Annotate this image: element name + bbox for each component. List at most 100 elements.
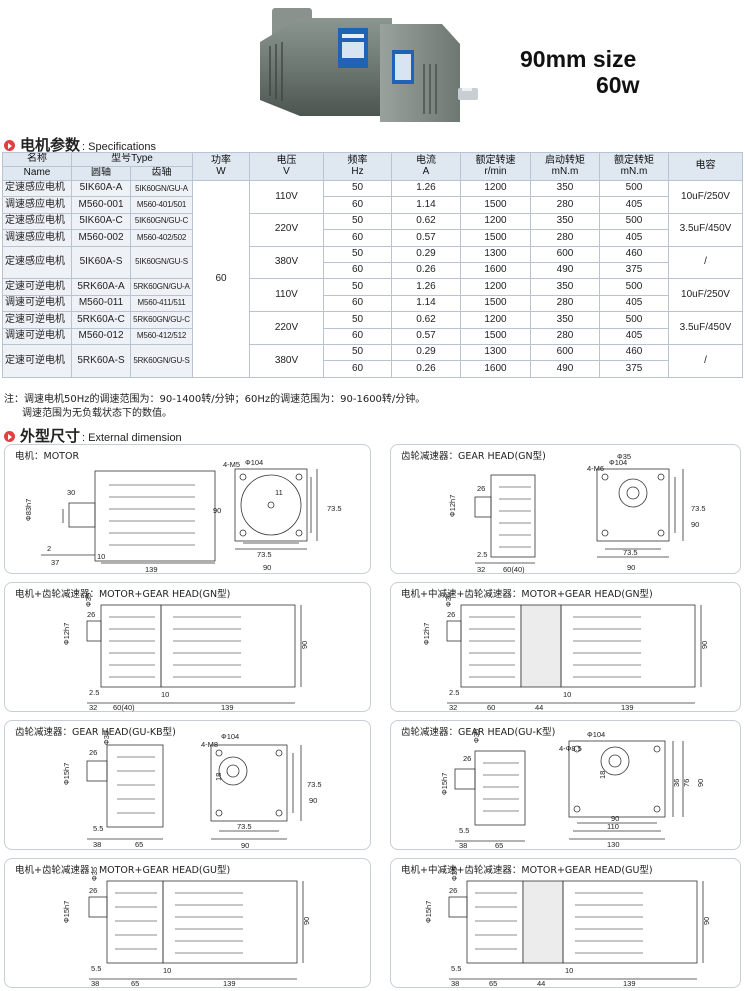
svg-text:60: 60 [487, 703, 495, 712]
svg-text:5.5: 5.5 [93, 824, 103, 833]
svg-text:18: 18 [214, 773, 223, 781]
panel-motor-mid-gn: 电机+中减速+齿轮减速器：MOTOR+GEAR HEAD(GN型) Ф35 Ф1… [390, 582, 741, 712]
svg-text:37: 37 [51, 558, 59, 567]
start-torque-value: 280 [530, 229, 600, 247]
gear-shaft-model: 5IK60GN/GU-A [130, 179, 193, 198]
current-value: 0.62 [391, 212, 461, 231]
freq-value: 60 [323, 229, 392, 247]
gear-shaft-model: 5IK60GN/GU-S [130, 245, 193, 280]
col-capacitor: 电容 [668, 152, 743, 181]
freq-value: 50 [323, 212, 392, 231]
svg-text:90: 90 [702, 917, 711, 925]
freq-value: 50 [323, 245, 392, 263]
current-value: 0.29 [391, 343, 461, 362]
round-shaft-model: M560-012 [71, 327, 131, 345]
svg-text:11: 11 [275, 488, 283, 497]
speed-value: 1500 [460, 196, 531, 214]
round-shaft-model: 5RK60A-A [71, 278, 131, 296]
svg-text:90: 90 [691, 520, 699, 529]
current-value: 0.57 [391, 327, 461, 345]
speed-range-note: 注：调速电机50Hz的调速范围为：90-1400转/分钟；60Hz的调速范围为：… [4, 394, 426, 419]
svg-text:90: 90 [696, 779, 705, 787]
motor-name: 调速感应电机 [2, 196, 72, 214]
motor-name: 调速可逆电机 [2, 294, 72, 313]
capacitor-value: 3.5uF/450V [668, 212, 743, 247]
rated-torque-value: 405 [599, 229, 669, 247]
current-value: 0.26 [391, 360, 461, 378]
svg-text:26: 26 [87, 610, 95, 619]
svg-text:Ф15h7: Ф15h7 [62, 901, 71, 923]
svg-text:26: 26 [89, 748, 97, 757]
svg-text:30: 30 [67, 488, 75, 497]
gear-shaft-model: 5RK60GN/GU-S [130, 343, 193, 378]
capacitor-value: 10uF/250V [668, 278, 743, 313]
round-shaft-model: M560-011 [71, 294, 131, 313]
svg-text:10: 10 [163, 966, 171, 975]
svg-text:Ф12h7: Ф12h7 [422, 623, 431, 645]
speed-value: 1300 [460, 245, 531, 263]
round-shaft-model: 5RK60A-S [71, 343, 131, 378]
freq-value: 60 [323, 327, 392, 345]
motor-photo [260, 8, 478, 122]
current-value: 0.62 [391, 311, 461, 329]
svg-text:90: 90 [611, 814, 619, 823]
svg-text:90: 90 [627, 563, 635, 572]
current-value: 1.14 [391, 294, 461, 313]
round-shaft-model: 5IK60A-S [71, 245, 131, 280]
motor-gn-drawing: Ф35 Ф12h7 26 2.5 32 60(40) 10 139 90 [62, 593, 309, 712]
capacitor-value: 10uF/250V [668, 180, 743, 214]
current-value: 0.29 [391, 245, 461, 263]
svg-text:Ф35: Ф35 [84, 593, 93, 607]
start-torque-value: 280 [530, 294, 600, 313]
svg-text:90: 90 [213, 506, 221, 515]
motor-name: 定速可逆电机 [2, 278, 72, 296]
speed-value: 1200 [460, 311, 531, 329]
svg-text:26: 26 [89, 886, 97, 895]
dims-heading: 外型尺寸 : External dimension [4, 425, 182, 446]
svg-text:Ф12h7: Ф12h7 [62, 623, 71, 645]
freq-value: 50 [323, 311, 392, 329]
svg-text:73.5: 73.5 [307, 780, 322, 789]
start-torque-value: 350 [530, 278, 600, 296]
speed-value: 1500 [460, 229, 531, 247]
svg-text:4-Ф8.5: 4-Ф8.5 [559, 744, 582, 753]
svg-text:5.5: 5.5 [451, 964, 461, 973]
svg-text:60(40): 60(40) [113, 703, 135, 712]
gear-shaft-model: M560-411/511 [130, 294, 193, 313]
svg-text:90: 90 [700, 641, 709, 649]
col-name: 名称 [2, 152, 72, 167]
motor-gu-drawing: Ф35 Ф15h7 26 5.5 38 65 10 139 90 [62, 867, 311, 988]
svg-text:139: 139 [621, 703, 634, 712]
svg-text:Ф15h7: Ф15h7 [424, 901, 433, 923]
rated-torque-value: 460 [599, 245, 669, 263]
svg-text:2.5: 2.5 [477, 550, 487, 559]
current-value: 0.57 [391, 229, 461, 247]
freq-value: 50 [323, 179, 392, 198]
rated-torque-value: 405 [599, 196, 669, 214]
motor-name: 定速可逆电机 [2, 311, 72, 329]
svg-text:10: 10 [161, 690, 169, 699]
current-value: 0.26 [391, 261, 461, 280]
speed-value: 1200 [460, 179, 531, 198]
gear-shaft-model: M560-412/512 [130, 327, 193, 345]
svg-text:Ф35: Ф35 [617, 452, 631, 461]
svg-text:Ф104: Ф104 [245, 458, 263, 467]
svg-text:32: 32 [89, 703, 97, 712]
rated-torque-value: 500 [599, 278, 669, 296]
speed-value: 1500 [460, 327, 531, 345]
svg-text:Ф83h7: Ф83h7 [24, 499, 33, 521]
freq-value: 50 [323, 278, 392, 296]
power-text: 60w [596, 72, 640, 98]
capacitor-value: / [668, 245, 743, 280]
col-round-shaft: 圆轴 [71, 166, 131, 181]
current-value: 1.26 [391, 278, 461, 296]
gear-shaft-model: M560-402/502 [130, 229, 193, 247]
voltage-value: 220V [249, 212, 324, 247]
